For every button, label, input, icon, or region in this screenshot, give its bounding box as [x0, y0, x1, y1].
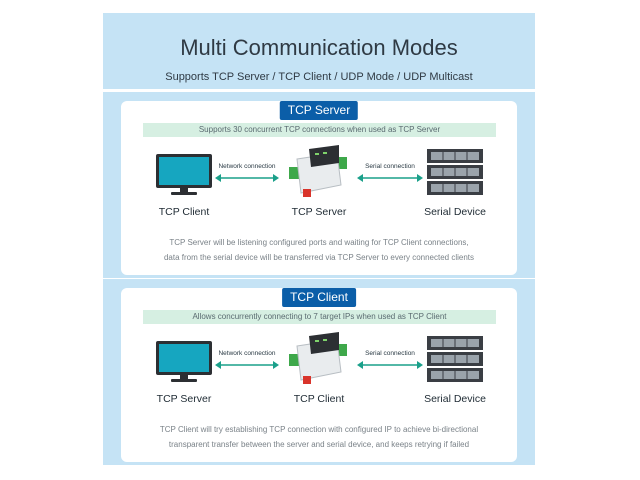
device-label-middle: TCP Server — [291, 206, 347, 218]
double-arrow-icon — [357, 174, 423, 182]
monitor-icon — [156, 341, 212, 382]
section-note: Allows concurrently connecting to 7 targ… — [143, 310, 496, 324]
network-connection-link: Network connection — [215, 350, 279, 372]
serial-connection-link: Serial connection — [357, 163, 423, 185]
section-note: Supports 30 concurrent TCP connections w… — [143, 123, 496, 137]
double-arrow-icon — [357, 361, 423, 369]
device-label-left: TCP Server — [156, 393, 212, 405]
header-banner: Multi Communication Modes Supports TCP S… — [103, 13, 535, 89]
page-subtitle: Supports TCP Server / TCP Client / UDP M… — [165, 71, 473, 83]
double-arrow-icon — [215, 174, 279, 182]
double-arrow-icon — [215, 361, 279, 369]
gateway-module-icon — [289, 332, 347, 384]
section-tcp-server: TCP Server Supports 30 concurrent TCP co… — [103, 92, 535, 278]
section-description: TCP Server will be listening configured … — [139, 235, 499, 265]
section-card: TCP Server Supports 30 concurrent TCP co… — [121, 101, 517, 275]
gateway-module-icon — [289, 145, 347, 197]
section-tcp-client: TCP Client Allows concurrently connectin… — [103, 279, 535, 465]
device-label-middle: TCP Client — [293, 393, 345, 405]
device-label-right: Serial Device — [424, 206, 486, 218]
network-connection-link: Network connection — [215, 163, 279, 185]
section-description: TCP Client will try establishing TCP con… — [139, 422, 499, 452]
description-line: TCP Server will be listening configured … — [169, 238, 469, 247]
section-badge: TCP Client — [282, 288, 356, 307]
monitor-icon — [156, 154, 212, 195]
device-label-left: TCP Client — [158, 206, 210, 218]
server-rack-icon — [427, 149, 483, 195]
serial-connection-label: Serial connection — [365, 350, 415, 357]
page-title: Multi Communication Modes — [180, 35, 458, 60]
network-connection-label: Network connection — [218, 163, 276, 170]
device-label-right: Serial Device — [424, 393, 486, 405]
serial-connection-label: Serial connection — [365, 163, 415, 170]
description-line: transparent transfer between the server … — [168, 440, 470, 449]
network-connection-label: Network connection — [218, 350, 276, 357]
description-line: TCP Client will try establishing TCP con… — [159, 425, 479, 434]
section-badge: TCP Server — [279, 101, 359, 120]
serial-connection-link: Serial connection — [357, 350, 423, 372]
server-rack-icon — [427, 336, 483, 382]
description-line: data from the serial device will be tran… — [163, 253, 475, 262]
section-card: TCP Client Allows concurrently connectin… — [121, 288, 517, 462]
